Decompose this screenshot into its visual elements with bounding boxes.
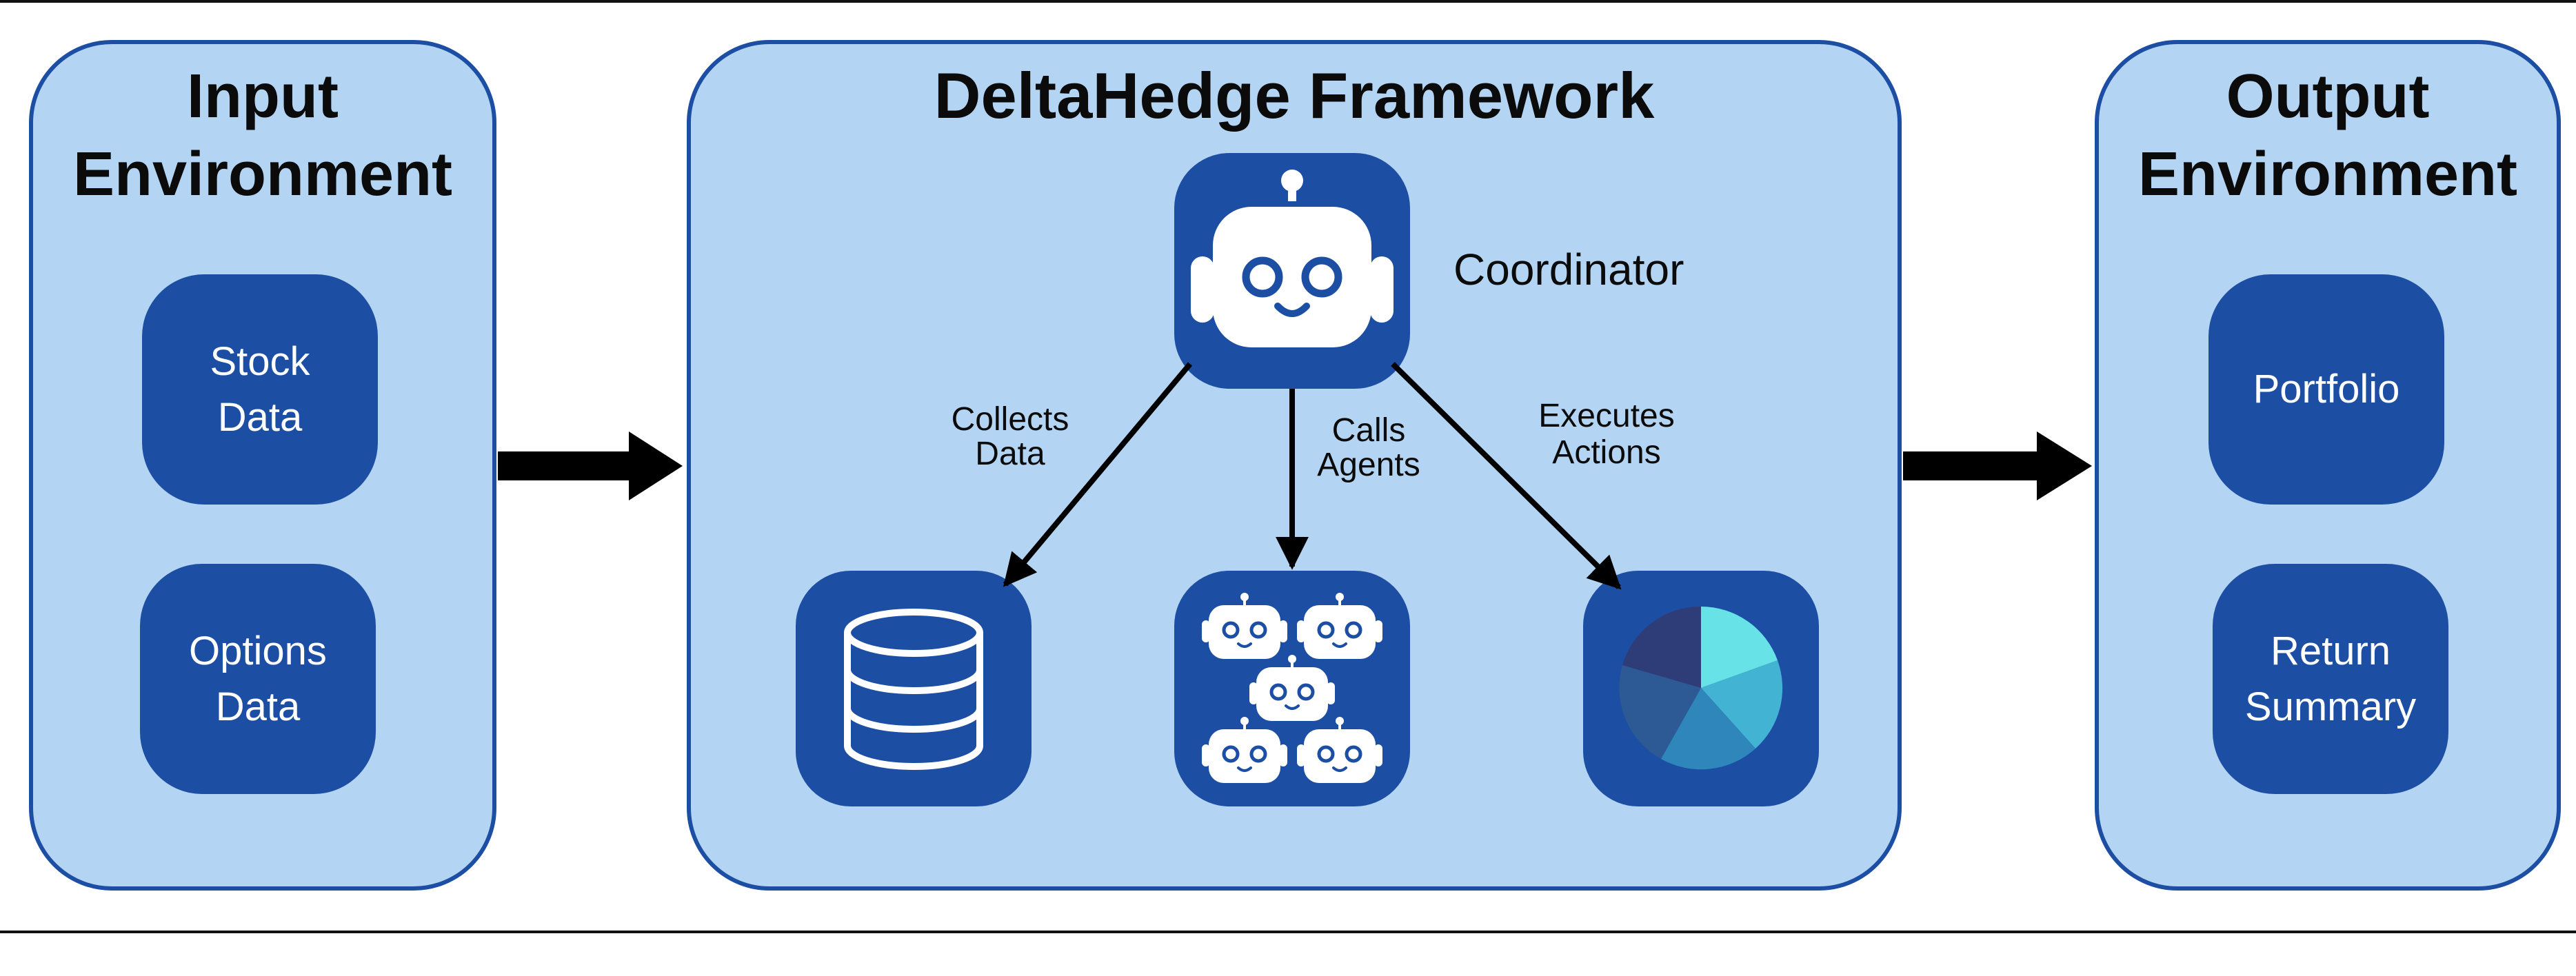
data-store-tile <box>796 571 1032 806</box>
mini-robot-icon <box>1297 717 1382 783</box>
pie-slice <box>1701 660 1783 749</box>
bottom-rule <box>0 931 2576 933</box>
pie-slice <box>1661 688 1755 770</box>
pie-slice <box>1622 606 1701 688</box>
coordinator-tile <box>1174 153 1410 389</box>
stock-data-box: Stock Data <box>142 274 378 505</box>
coordinator-label: Coordinator <box>1453 245 1684 294</box>
return-summary-box: Return Summary <box>2213 564 2448 794</box>
pie-chart-icon <box>1619 606 1783 770</box>
portfolio-box: Portfolio <box>2208 274 2444 505</box>
framework-title: DeltaHedge Framework <box>934 59 1655 132</box>
input-to-framework-arrow <box>498 431 683 500</box>
options-data-box: Options Data <box>140 564 376 794</box>
framework-to-output-arrow <box>1903 431 2092 500</box>
database-icon <box>844 609 983 770</box>
input-panel-title: Input Environment <box>72 62 453 209</box>
executes-actions-label: Executes Actions <box>1538 398 1675 471</box>
mini-robot-icon <box>1202 593 1287 659</box>
calls-agents-label: Calls Agents <box>1317 412 1420 484</box>
pie-slice <box>1701 607 1778 688</box>
collects-data-label: Collects Data <box>951 401 1069 473</box>
agents-tile <box>1174 571 1410 806</box>
actions-tile <box>1583 571 1819 806</box>
mini-robot-icon <box>1249 655 1335 721</box>
pie-slice <box>1619 665 1701 759</box>
mini-robot-icon <box>1202 717 1287 783</box>
mini-robot-icon <box>1297 593 1382 659</box>
robot-icon <box>1191 170 1393 347</box>
output-panel-title: Output Environment <box>2137 62 2518 209</box>
top-rule <box>0 0 2576 3</box>
robot-group-icon <box>1202 593 1382 783</box>
